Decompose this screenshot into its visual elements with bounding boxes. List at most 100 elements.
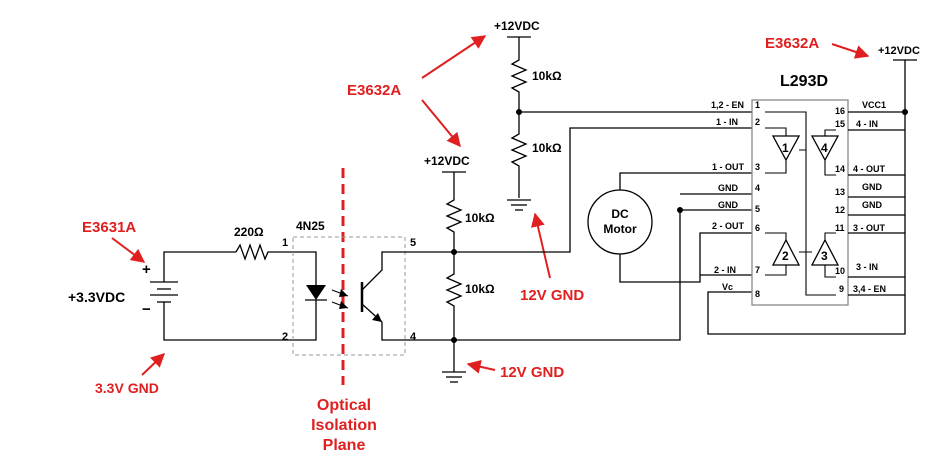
svg-text:2 - OUT: 2 - OUT [712, 221, 745, 231]
ic-right-pin-10: 10 3 - IN [835, 262, 878, 276]
l293d-package [751, 99, 849, 306]
gnd33-label: 3.3V GND [95, 380, 159, 396]
opto-label: 4N25 [296, 219, 325, 233]
wire-battery-top [163, 251, 236, 282]
opto-pin5: 5 [410, 237, 416, 249]
ic-right-pin-9: 9 3,4 - EN [839, 284, 886, 294]
wire-led-cathode [296, 300, 317, 341]
opto-pin1: 1 [282, 237, 288, 249]
e3632a-arrow-up [421, 35, 487, 79]
wire-to-1in [454, 127, 752, 253]
svg-text:3: 3 [821, 249, 828, 263]
motor-label-1: DC [611, 207, 629, 221]
svg-text:14: 14 [835, 164, 845, 174]
svg-text:11: 11 [835, 223, 845, 233]
opto-pin4: 4 [410, 331, 417, 343]
r-mid1-label: 10kΩ [465, 211, 495, 225]
svg-text:1: 1 [782, 141, 789, 155]
svg-text:8: 8 [755, 289, 760, 299]
svg-text:3 - OUT: 3 - OUT [853, 223, 886, 233]
r-top1-resistor [510, 37, 528, 112]
svg-text:1: 1 [755, 100, 760, 110]
v12-right-label: +12VDC [878, 45, 920, 57]
light-arrows [331, 289, 349, 309]
svg-text:2: 2 [755, 117, 760, 127]
buffer-3: 3 [805, 232, 840, 296]
svg-text:4 - IN: 4 - IN [856, 119, 878, 129]
gnd33-arrow [141, 353, 166, 376]
optical-label: Optical [317, 397, 371, 414]
ic-right-pin-12: 12 GND [835, 200, 883, 215]
svg-text:10: 10 [835, 266, 845, 276]
svg-text:VCC1: VCC1 [862, 100, 886, 110]
wire-led-anode [296, 251, 317, 285]
r-top2-resistor [510, 112, 528, 198]
svg-text:4 - OUT: 4 - OUT [853, 164, 886, 174]
ground-symbol-top [507, 199, 531, 211]
ic-left-pin-5: GND 5 [718, 200, 760, 214]
svg-text:1 - OUT: 1 - OUT [712, 162, 745, 172]
ic-left-pin-3: 1 - OUT 3 [712, 162, 760, 172]
svg-text:1,2 - EN: 1,2 - EN [711, 100, 744, 110]
svg-text:4: 4 [821, 141, 828, 155]
r-top2-label: 10kΩ [532, 141, 562, 155]
r-mid1-resistor [445, 172, 463, 252]
gnd12-label-b: 12V GND [500, 364, 564, 381]
svg-text:5: 5 [755, 204, 760, 214]
battery-symbol [150, 281, 178, 303]
wire-battery-bottom [163, 302, 296, 341]
svg-text:3,4 - EN: 3,4 - EN [853, 284, 886, 294]
r-mid2-label: 10kΩ [465, 282, 495, 296]
svg-text:4: 4 [755, 183, 760, 193]
opto-pin2: 2 [282, 331, 288, 343]
ground-symbol-mid [442, 371, 466, 383]
e3632a-right-arrow [831, 43, 870, 59]
junction-gnd [677, 207, 683, 213]
ic-left-pin-7: 2 - IN 7 [714, 265, 760, 275]
ic-right-pin-15: 15 4 - IN [835, 119, 878, 129]
gnd12-arrow-a [531, 212, 551, 279]
ic-label: L293D [780, 73, 828, 90]
svg-text:GND: GND [862, 200, 883, 210]
e3631a-arrow [111, 237, 146, 263]
buffer-4: 4 [810, 129, 840, 176]
ic-left-pin-6: 2 - OUT 6 [712, 221, 760, 233]
e3631a-label: E3631A [82, 219, 136, 236]
buffer-1: 1 [765, 111, 807, 174]
svg-text:13: 13 [835, 187, 845, 197]
ic-right-pin-16: 16 VCC1 [835, 100, 886, 116]
svg-text:3 - IN: 3 - IN [856, 262, 878, 272]
svg-text:GND: GND [718, 200, 739, 210]
svg-text:12: 12 [835, 205, 845, 215]
svg-text:6: 6 [755, 223, 760, 233]
opto-package [292, 236, 406, 356]
minus-sign: − [142, 301, 151, 318]
ic-right-pin-11: 11 3 - OUT [835, 223, 886, 233]
gnd12-label-a: 12V GND [520, 287, 584, 304]
r-top1-label: 10kΩ [532, 69, 562, 83]
svg-text:9: 9 [839, 284, 844, 294]
wire-motor-bottom [619, 232, 752, 283]
isolation-label: Isolation [311, 417, 377, 434]
e3632a-arrow-down [421, 99, 461, 148]
svg-text:7: 7 [755, 265, 760, 275]
led-diode [306, 285, 326, 300]
v33-label: +3.3VDC [68, 289, 125, 305]
r220-label: 220Ω [234, 225, 264, 239]
wire-vc [707, 112, 906, 335]
ic-left-pin-8: Vc 8 [722, 282, 760, 299]
svg-text:15: 15 [835, 119, 845, 129]
svg-text:3: 3 [755, 162, 760, 172]
v12-mid-label: +12VDC [424, 154, 470, 168]
ic-left-pin-4: GND 4 [718, 183, 760, 193]
motor-label-2: Motor [603, 222, 637, 236]
ic-left-pin-1: 1,2 - EN 1 [711, 100, 760, 110]
wire-gnd-bus [454, 209, 752, 341]
r220-resistor [235, 243, 296, 261]
svg-text:GND: GND [718, 183, 739, 193]
plane-label: Plane [323, 437, 366, 454]
svg-text:2: 2 [782, 249, 789, 263]
r-mid2-resistor [445, 252, 463, 340]
gnd12-arrow-b [466, 359, 496, 374]
